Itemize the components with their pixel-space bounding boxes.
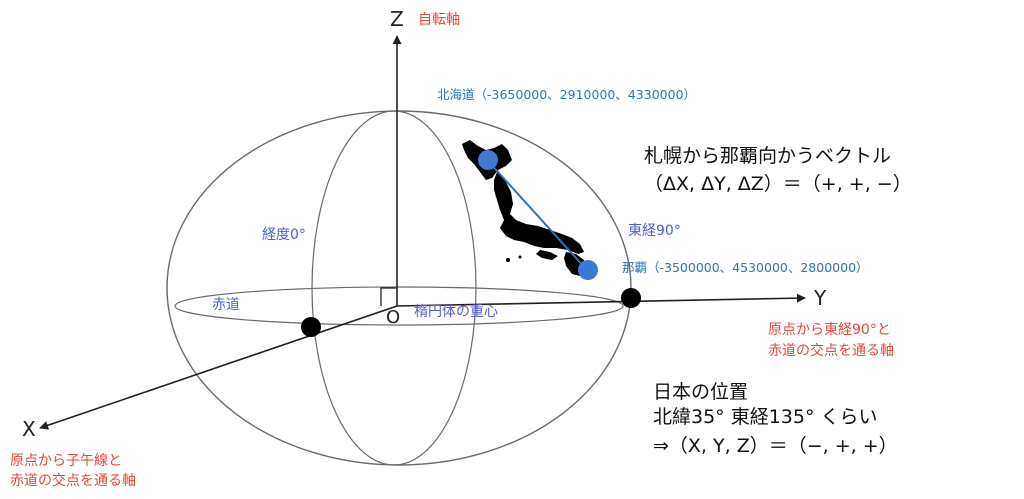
z-axis-description: 自転軸 — [418, 12, 460, 28]
okinawa-island — [506, 258, 510, 262]
hokkaido-point — [478, 150, 498, 170]
small-island — [518, 255, 522, 259]
y-axis-description-line2: 赤道の交点を通る軸 — [768, 342, 894, 359]
sapporo-naha-vector — [487, 160, 587, 270]
y-axis — [396, 293, 806, 307]
hokkaido-label: 北海道（-3650000、2910000、4330000） — [437, 87, 696, 102]
prime-meridian-label: 経度0° — [262, 227, 306, 243]
origin-label: O — [386, 307, 400, 328]
x-axis — [39, 305, 398, 430]
vector-note-line1: 札幌から那覇向かうベクトル — [644, 145, 891, 167]
origin-description: 楕円体の重心 — [414, 303, 498, 320]
equator-label: 赤道 — [212, 297, 240, 313]
earth-ellipsoid — [166, 110, 632, 466]
east90-meridian-label: 東経90° — [628, 223, 681, 239]
x-axis-label: X — [22, 417, 36, 441]
naha-point — [578, 260, 598, 280]
x-axis-description-line2: 赤道の交点を通る軸 — [10, 472, 136, 489]
equator-ellipse — [174, 286, 624, 326]
right-angle-marker — [380, 287, 397, 306]
x-axis-equator-point — [301, 317, 321, 337]
y-axis-label: Y — [813, 286, 827, 310]
japan-position-line2: 北緯35° 東経135° くらい — [653, 406, 878, 428]
japan-position-line1: 日本の位置 — [653, 381, 748, 403]
vector-note-line2: （ΔX, ΔY, ΔZ）＝（+, +, −） — [644, 173, 912, 195]
japan-position-line3: ⇒（X, Y, Z）＝（−, +, +） — [653, 435, 898, 457]
y-axis-description-line1: 原点から東経90°と — [768, 322, 891, 338]
y-axis-equator-point — [621, 288, 641, 308]
naha-label: 那覇（-3500000、4530000、2800000） — [622, 260, 869, 275]
shikoku-island — [536, 250, 558, 260]
z-axis-label: Z — [390, 7, 404, 31]
x-axis-description-line1: 原点から子午線と — [10, 453, 122, 469]
honshu-island — [494, 172, 584, 254]
